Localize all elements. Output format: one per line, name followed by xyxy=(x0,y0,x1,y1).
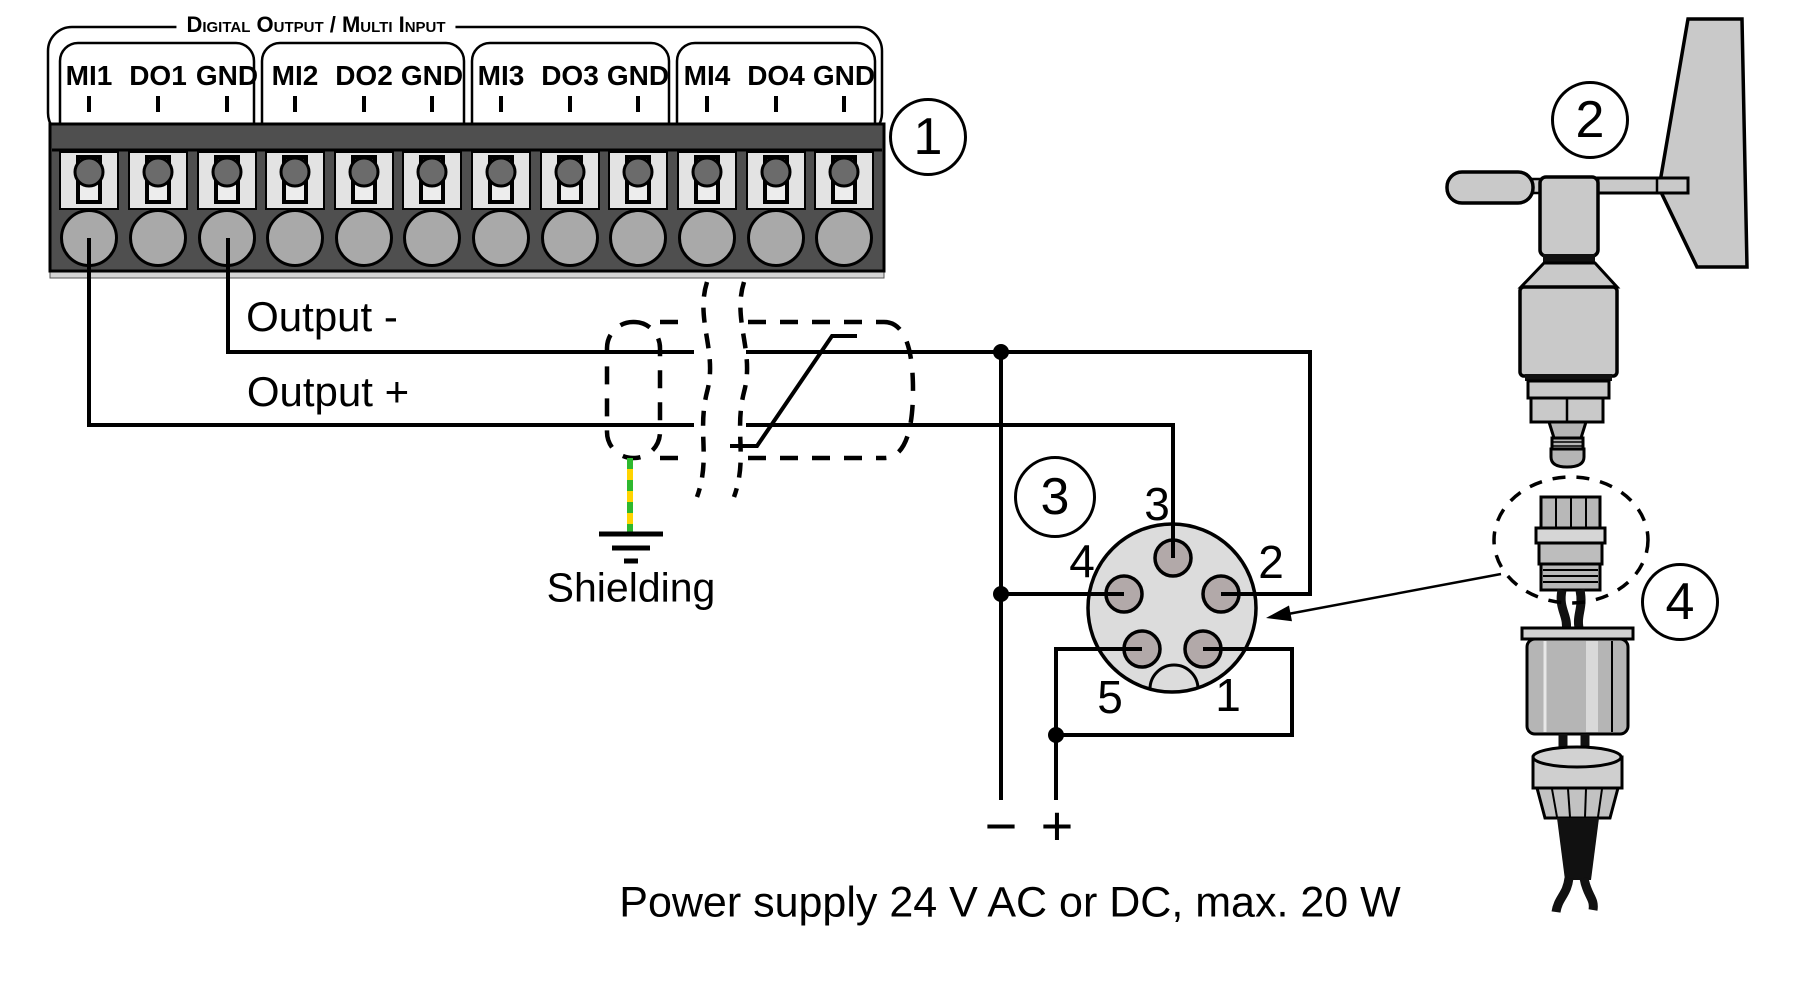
terminal-label-mi3: MI3 xyxy=(477,60,525,91)
wire-plus-pin1 xyxy=(1054,647,1294,800)
terminal-block xyxy=(48,122,886,279)
arrowhead-icon xyxy=(1266,605,1292,622)
gland-dome-nut xyxy=(1535,786,1620,820)
vane-fin xyxy=(1657,17,1749,269)
vane-rod xyxy=(1596,176,1690,195)
terminal-label-gnd2: GND xyxy=(400,60,464,91)
coupling-callout-circle xyxy=(1492,475,1650,605)
sensor-connector-tip xyxy=(1549,447,1586,469)
terminal-label-mi1: MI1 xyxy=(65,60,113,91)
pin-label-3: 3 xyxy=(1144,478,1170,530)
terminal-label-do2: DO2 xyxy=(335,60,393,91)
wire-plus-pin5 xyxy=(1054,647,1142,735)
pin-label-1: 1 xyxy=(1215,669,1241,721)
terminal-ticks xyxy=(87,96,846,112)
shielding-label: Shielding xyxy=(546,564,716,611)
shield-ground xyxy=(599,458,663,564)
terminal-label-gnd3: GND xyxy=(606,60,670,91)
wire-output-plus xyxy=(87,238,1175,558)
power-supply-caption: Power supply 24 V AC or DC, max. 20 W xyxy=(619,878,1401,927)
terminal-label-mi2: MI2 xyxy=(271,60,319,91)
wind-vane-sensor xyxy=(1445,17,1749,469)
callout-1-terminal-block: 1 xyxy=(889,98,967,176)
cable-break-curves xyxy=(694,281,750,498)
callout-2-wind-vane: 2 xyxy=(1551,81,1629,159)
ground-symbol-icon xyxy=(599,531,663,564)
cable-shield xyxy=(604,281,916,498)
terminal-label-do3: DO3 xyxy=(541,60,599,91)
connector-keyway xyxy=(1148,663,1200,690)
output-minus-label: Output - xyxy=(246,293,398,340)
callout-3-connector: 3 xyxy=(1014,456,1096,538)
wire-junctions xyxy=(993,344,1064,743)
terminal-label-gnd4: GND xyxy=(812,60,876,91)
vane-counterweight xyxy=(1445,170,1535,205)
sensor-body xyxy=(1518,285,1619,378)
terminal-label-gnd1: GND xyxy=(195,60,259,91)
coupling-nut xyxy=(1534,495,1607,634)
terminal-label-do4: DO4 xyxy=(747,60,805,91)
terminal-label-do1: DO1 xyxy=(129,60,187,91)
pin-label-2: 2 xyxy=(1258,536,1284,588)
wire-output-minus xyxy=(226,238,1312,596)
power-minus-label: − xyxy=(984,794,1018,857)
pin-label-5: 5 xyxy=(1097,671,1123,723)
cable-gland xyxy=(1520,626,1635,913)
callout-4-cable-gland: 4 xyxy=(1641,563,1719,641)
vane-hub xyxy=(1538,175,1600,258)
terminal-group-title: Digital Output / Multi Input xyxy=(176,14,456,36)
cable-break-line xyxy=(730,334,857,448)
wires xyxy=(87,238,1312,800)
callout-arrow xyxy=(1266,572,1502,622)
power-plus-label: + xyxy=(1040,794,1074,857)
gland-body xyxy=(1525,637,1630,736)
output-plus-label: Output + xyxy=(246,368,410,415)
terminal-label-mi4: MI4 xyxy=(683,60,731,91)
cable-boot xyxy=(1557,818,1599,880)
pin-label-4: 4 xyxy=(1069,535,1095,587)
